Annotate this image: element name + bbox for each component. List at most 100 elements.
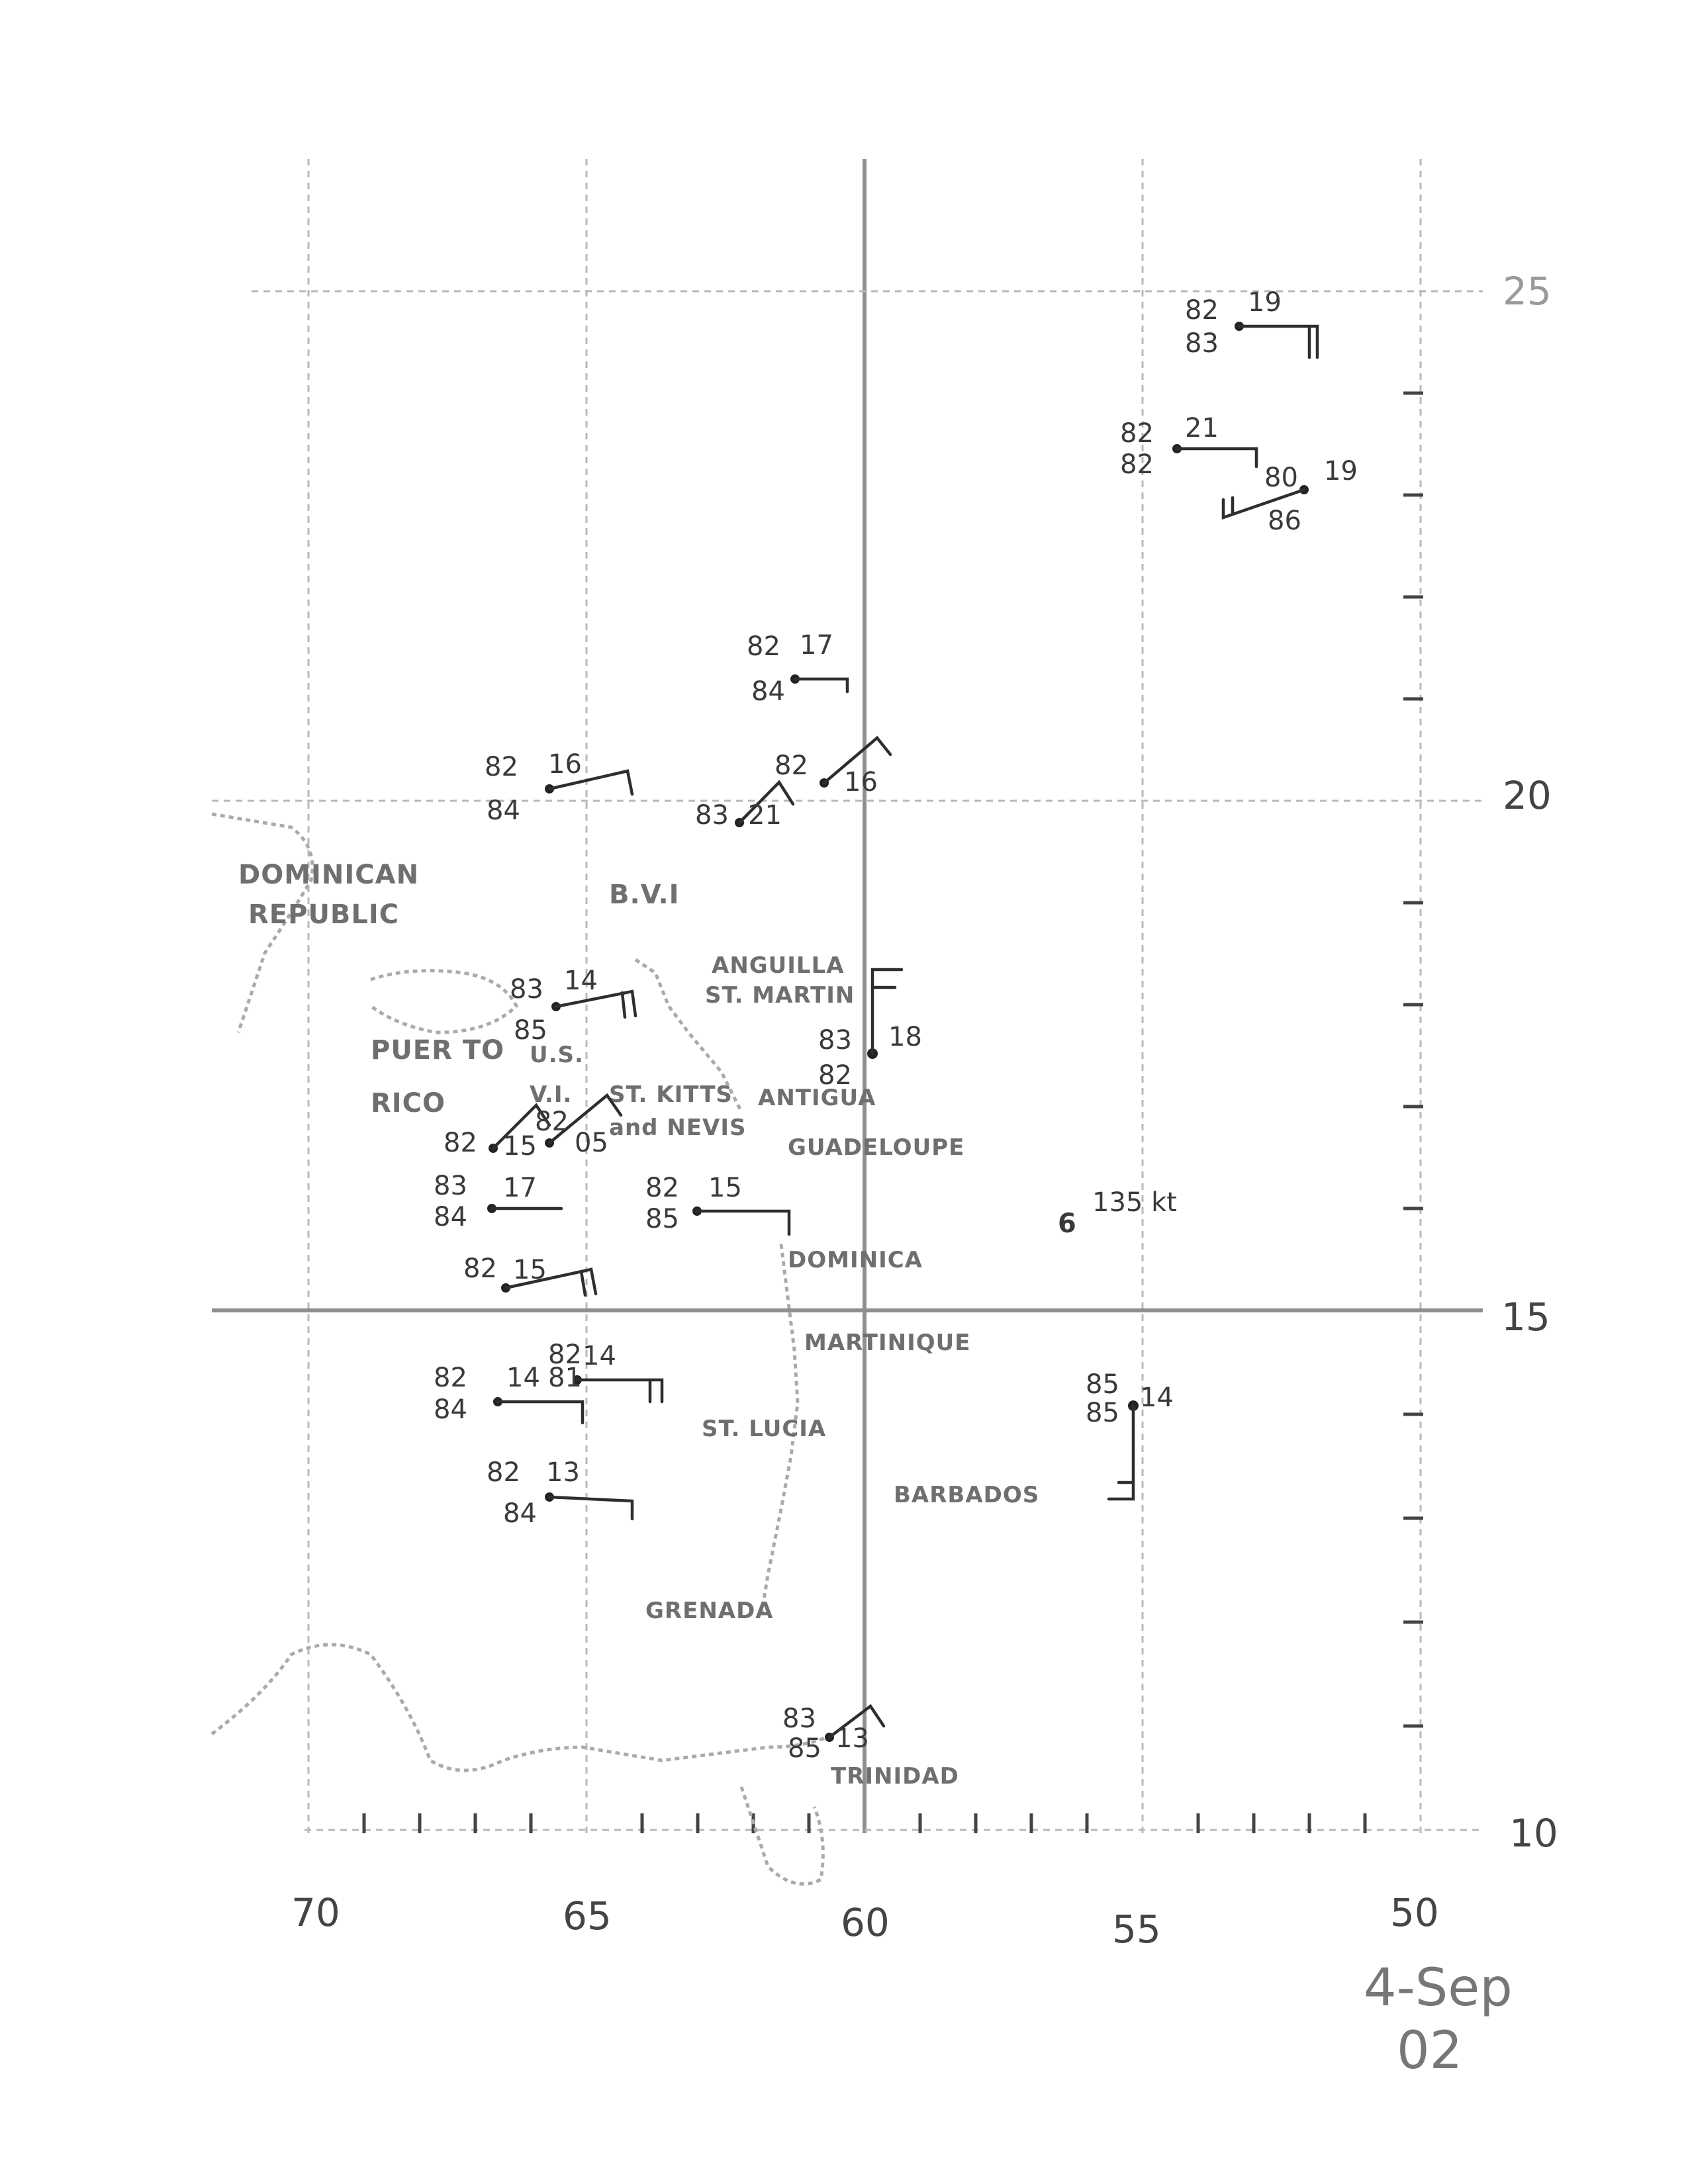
label-bvi: B.V.I	[609, 880, 680, 910]
date-line-2: 02	[1397, 2021, 1462, 2081]
observation-station: 82 85 15	[645, 1173, 791, 1236]
puerto-rico-coast	[369, 969, 519, 1034]
lon-label-55: 55	[1112, 1907, 1161, 1952]
wind-speed: 15	[513, 1255, 547, 1285]
sea-temp: 86	[1268, 506, 1301, 536]
wind-speed: 19	[1248, 287, 1282, 318]
observation-station: 82 15	[444, 1103, 551, 1161]
label-dominican: DOMINICAN	[238, 860, 419, 890]
sea-temp: 84	[434, 1202, 467, 1232]
label-republic: REPUBLIC	[248, 899, 399, 930]
wind-speed: 14	[506, 1363, 540, 1393]
air-temp: 80	[1264, 463, 1298, 493]
sea-temp: 83	[695, 800, 729, 831]
wind-speed: 19	[1324, 456, 1358, 486]
latitude-ticks	[1403, 391, 1423, 1728]
air-temp: 82	[434, 1363, 467, 1393]
observation-station: 82 16	[774, 735, 892, 797]
windward-islands-coast	[759, 1244, 800, 1615]
wind-barb	[822, 735, 892, 785]
label-guadeloupe: GUADELOUPE	[788, 1134, 964, 1161]
air-temp: 82	[463, 1253, 497, 1284]
lon-label-65: 65	[563, 1893, 612, 1938]
wind-speed: 18	[888, 1022, 922, 1052]
storm-intensity-label: 135 kt	[1092, 1187, 1177, 1218]
wind-barb	[504, 1267, 598, 1296]
longitude-ticks	[362, 1813, 1367, 1833]
observation-station: 82 84 16	[485, 749, 634, 826]
wind-barb	[496, 1400, 585, 1425]
wind-speed: 14	[1140, 1383, 1174, 1413]
lat-label-10: 10	[1509, 1811, 1558, 1856]
storm-marker: 6 135 kt	[1058, 1187, 1177, 1239]
air-temp: 82	[1120, 418, 1154, 449]
air-temp: 82	[444, 1128, 477, 1158]
wind-speed: 05	[575, 1128, 608, 1158]
latitude-axis-labels: 25 20 15 10	[1501, 269, 1558, 1856]
sea-temp: 84	[487, 796, 520, 826]
wind-speed: 16	[548, 749, 582, 780]
wind-barb	[1237, 324, 1319, 359]
sea-temp: 84	[751, 676, 785, 707]
longitude-axis-labels: 70 65 60 55 50	[291, 1890, 1439, 1952]
sea-temp: 85	[645, 1204, 679, 1234]
venezuela-coast	[211, 1643, 835, 1772]
label-st-lucia: ST. LUCIA	[702, 1416, 826, 1442]
storm-symbol: 6	[1058, 1208, 1076, 1239]
sea-temp: 85	[788, 1733, 821, 1764]
observation-station: 83 85 14	[510, 966, 637, 1046]
observation-station: 82 84 17	[747, 630, 849, 707]
air-temp: 82	[645, 1173, 679, 1203]
air-temp: 82	[747, 631, 780, 662]
label-st-martin: ST. MARTIN	[705, 982, 855, 1009]
date-line-1: 4-Sep	[1364, 1958, 1513, 2018]
observation-station: 80 86 19	[1221, 456, 1358, 536]
observation-station: 83 21	[695, 780, 795, 831]
sea-temp: 82	[818, 1060, 852, 1091]
sea-temp: 85	[1086, 1398, 1119, 1428]
wind-barb	[695, 1209, 791, 1236]
observation-station: 82 84 14	[434, 1363, 585, 1425]
wind-speed: 21	[1185, 413, 1219, 443]
trinidad-coast	[739, 1786, 825, 1886]
label-grenada: GRENADA	[645, 1598, 774, 1624]
wind-speed: 14	[564, 966, 598, 996]
label-antigua: ANTIGUA	[758, 1085, 876, 1111]
wind-barb	[793, 677, 849, 694]
wind-speed: 13	[546, 1457, 580, 1488]
lon-label-60: 60	[841, 1900, 890, 1945]
label-anguilla: ANGUILLA	[712, 952, 845, 979]
air-temp: 82	[774, 751, 808, 781]
air-temp: 82	[535, 1107, 569, 1137]
wind-speed: 17	[503, 1173, 537, 1203]
air-temp: 82	[487, 1457, 520, 1488]
sea-temp: 83	[1185, 328, 1219, 359]
wind-barb	[737, 780, 795, 825]
place-labels: DOMINICAN REPUBLIC B.V.I ANGUILLA ST. MA…	[238, 860, 1039, 1790]
observation-station: 82 81 14	[548, 1340, 664, 1404]
observation-station: 82 82 21	[1120, 413, 1258, 480]
date-annotation: 4-Sep 02	[1364, 1958, 1513, 2081]
sea-temp: 84	[503, 1498, 537, 1529]
label-trinidad: TRINIDAD	[831, 1763, 959, 1790]
observation-station: 82 84 13	[487, 1457, 634, 1529]
observations: 82 83 19 82 82 21 80 86 19 82 84 17	[434, 287, 1358, 1764]
wind-barb	[547, 1093, 623, 1145]
lat-label-15: 15	[1501, 1295, 1550, 1340]
hispaniola-coast	[211, 812, 314, 1033]
label-st-kitts: ST. KITTS	[609, 1081, 733, 1108]
wind-barb	[1175, 447, 1258, 469]
wind-barb	[827, 1704, 886, 1739]
wind-speed: 15	[708, 1173, 742, 1203]
air-temp: 85	[1086, 1369, 1119, 1400]
observation-station: 83 82 18	[818, 968, 922, 1091]
label-puerto: PUER TO	[371, 1035, 504, 1066]
wind-barb	[575, 1378, 664, 1404]
lon-label-70: 70	[291, 1890, 340, 1935]
observation-station: 82 83 19	[1185, 287, 1319, 359]
wind-barb	[547, 769, 634, 796]
wind-speed: 13	[835, 1723, 869, 1754]
observation-station: 82 15	[463, 1253, 598, 1297]
label-us: U.S.	[530, 1042, 584, 1068]
